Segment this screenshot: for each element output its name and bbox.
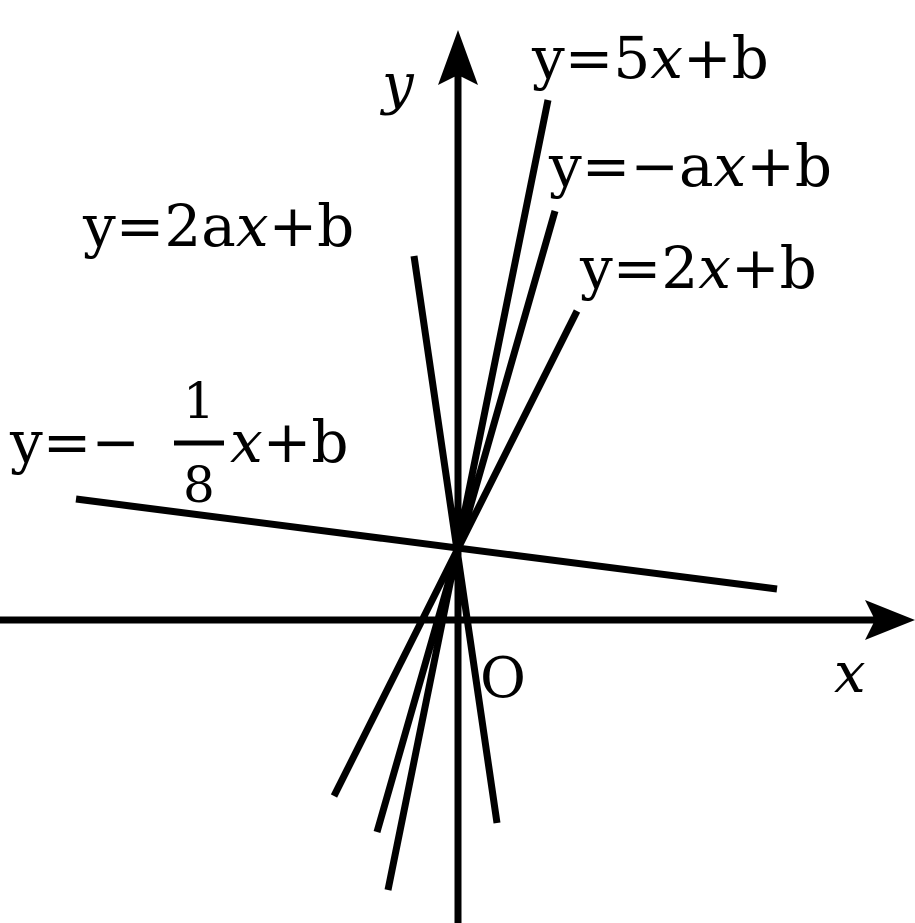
label-line-neg-eighth-denominator: 8 [183, 456, 215, 514]
label-line-neg-eighth-numerator: 1 [183, 372, 215, 430]
label-line-5x-var: x [650, 24, 683, 92]
label-line-2ax-var: x [236, 192, 269, 260]
label-line-neg-eighth-var: x [230, 408, 263, 476]
label-line-neg-eighth-suffix: +b [263, 408, 349, 476]
label-line-neg-ax-suffix: +b [746, 132, 832, 200]
label-line-2ax-suffix: +b [269, 192, 355, 260]
label-line-5x-prefix: y=5 [531, 24, 650, 92]
origin-label: O [480, 646, 526, 711]
label-line-5x: y=5x+b [531, 24, 769, 92]
label-line-2x-suffix: +b [731, 234, 817, 302]
label-line-2ax: y=2ax+b [82, 192, 354, 260]
line-neg-ax [373, 210, 559, 833]
label-line-2x-prefix: y=2 [579, 234, 698, 302]
line-neg-eighth [75, 495, 778, 593]
label-line-neg-eighth-prefix: y=− [9, 408, 140, 476]
x-axis-label: x [834, 641, 866, 706]
label-line-neg-eighth-rest: x+b [230, 408, 348, 476]
label-line-neg-ax-prefix: y=−a [548, 132, 714, 200]
label-line-neg-ax-var: x [714, 132, 747, 200]
x-axis-arrowhead [865, 600, 915, 640]
label-line-5x-suffix: +b [683, 24, 769, 92]
label-line-2x-var: x [698, 234, 731, 302]
line-5x [384, 99, 552, 891]
label-line-neg-ax: y=−ax+b [548, 132, 832, 200]
y-axis-arrowhead [438, 30, 478, 85]
y-axis-label: y [379, 52, 415, 117]
label-line-2x: y=2x+b [579, 234, 817, 302]
line-2ax [410, 255, 501, 824]
label-line-neg-eighth: y=− 1 8 x+b [9, 372, 348, 514]
label-line-2ax-prefix: y=2a [82, 192, 236, 260]
